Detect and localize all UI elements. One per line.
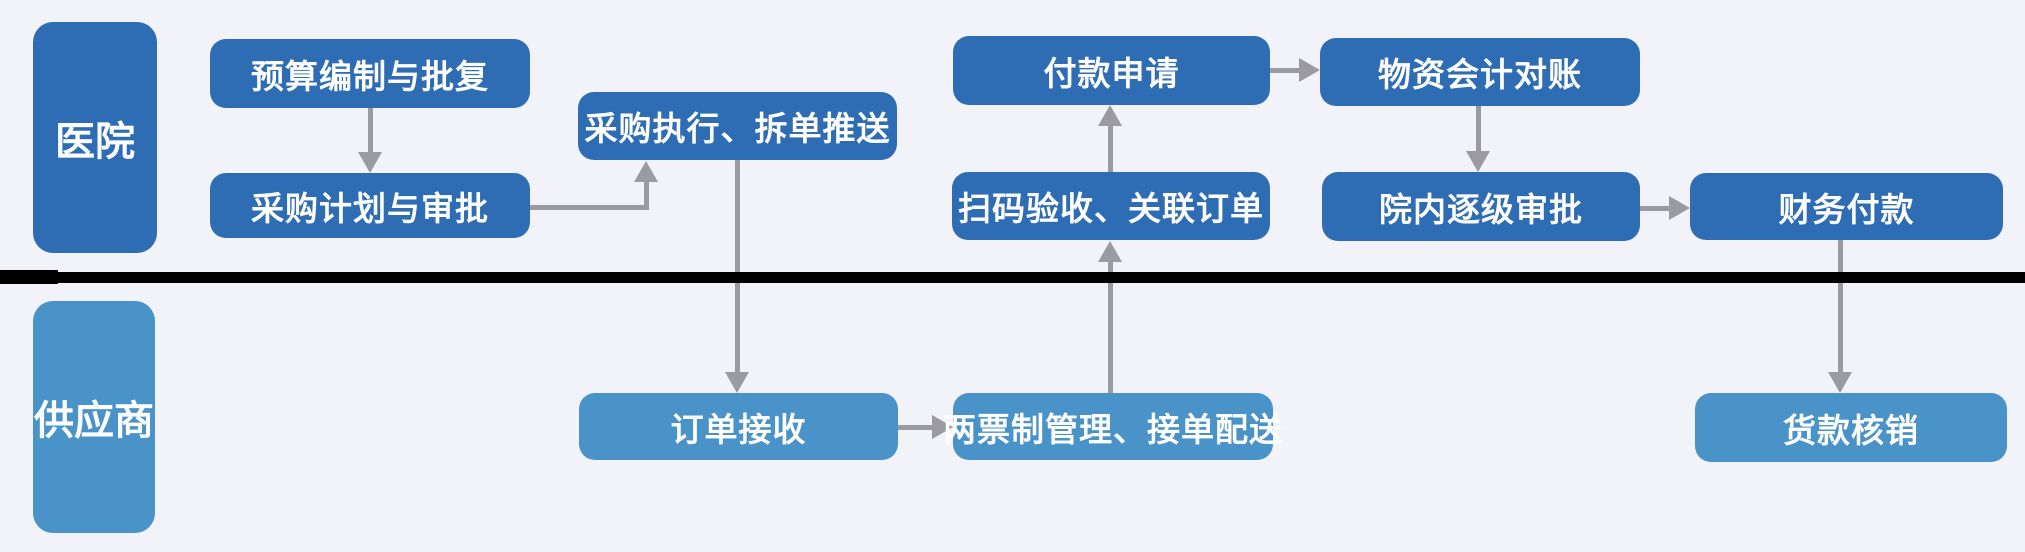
lane-label-supplier: 供应商	[33, 301, 155, 533]
node-payment-writeoff: 货款核销	[1695, 393, 2007, 462]
node-finance-payment: 财务付款	[1690, 173, 2003, 240]
node-scan-acceptance: 扫码验收、关联订单	[952, 172, 1270, 240]
node-budget-preparation: 预算编制与批复	[210, 39, 530, 108]
node-internal-approval: 院内逐级审批	[1322, 172, 1640, 241]
lane-label-hospital: 医院	[33, 22, 157, 253]
node-payment-request: 付款申请	[953, 36, 1270, 105]
node-procurement-execute: 采购执行、拆单推送	[578, 92, 897, 160]
lane-divider-left-notch	[0, 270, 58, 284]
node-procurement-plan: 采购计划与审批	[210, 173, 530, 238]
node-two-invoice-deliver: 两票制管理、接单配送	[943, 393, 1282, 460]
node-material-reconcile: 物资会计对账	[1320, 38, 1640, 106]
lane-divider-line	[0, 272, 2025, 283]
node-order-receive: 订单接收	[579, 393, 898, 460]
